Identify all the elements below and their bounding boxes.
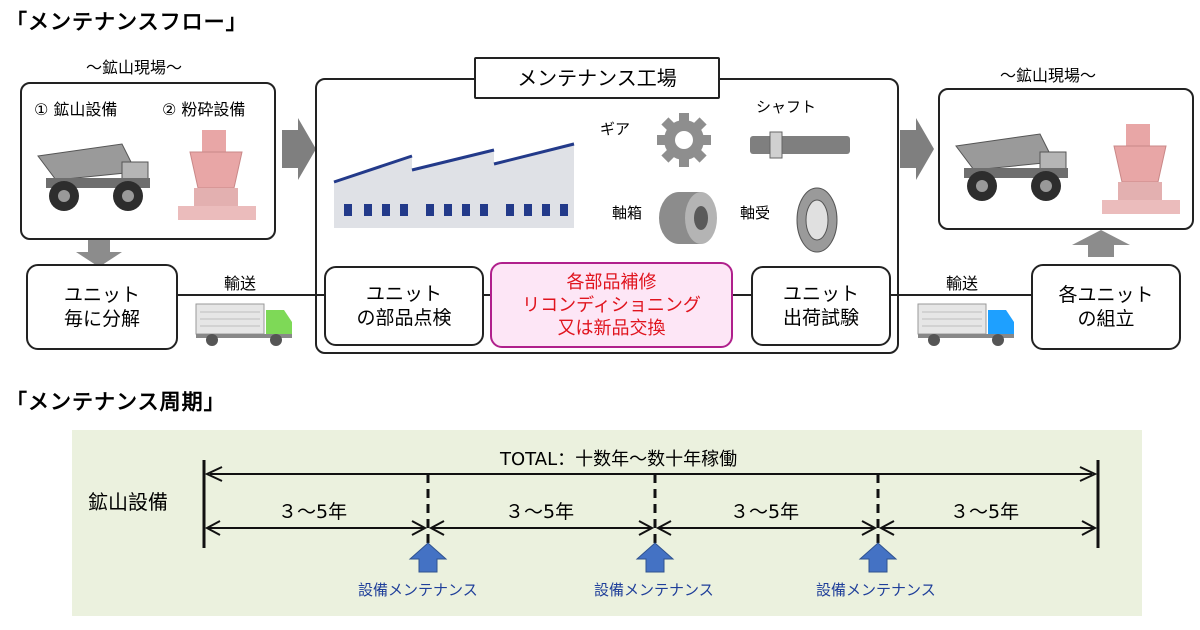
cycle-segment-4: ３～5年: [950, 501, 1020, 523]
step-inspect-line1: ユニット: [365, 283, 442, 305]
shaft-icon: [750, 131, 850, 159]
cycle-segment-3: ３～5年: [730, 501, 800, 523]
step-assemble-line1: 各ユニット: [1058, 284, 1154, 306]
factory-title: メンテナンス工場: [474, 57, 720, 99]
maintenance-label-1: 設備メンテナンス: [358, 581, 478, 599]
right-arrow-in: [282, 118, 316, 180]
step-disassemble-line2: 毎に分解: [63, 308, 140, 330]
step-repair: 各部品補修 リコンディショニング 又は新品交換: [490, 262, 733, 348]
cycle-title: 「メンテナンス周期」: [6, 390, 226, 414]
crusher-icon: [1102, 124, 1180, 214]
step-assemble: 各ユニット の組立: [1031, 264, 1181, 350]
equip-crusher-label: ② 粉砕設備: [162, 100, 246, 119]
bearing-box-label: 軸箱: [612, 204, 643, 222]
site-left-panel: ① 鉱山設備 ② 粉砕設備: [20, 82, 276, 240]
cycle-panel: [72, 430, 1142, 616]
crusher-icon: [178, 130, 256, 220]
maintenance-label-2: 設備メンテナンス: [594, 581, 714, 599]
cycle-segment-1: ３～5年: [278, 501, 348, 523]
cycle-segment-2: ３～5年: [505, 501, 575, 523]
bearing-box-icon: [659, 192, 717, 244]
step-repair-line3: 又は新品交換: [557, 317, 666, 339]
cycle-row-label: 鉱山設備: [88, 490, 168, 514]
maintenance-arrow-3: [858, 542, 898, 573]
step-repair-line1: 各部品補修: [566, 271, 657, 293]
step-disassemble-line1: ユニット: [63, 284, 140, 306]
site-left-label: ～鉱山現場～: [86, 58, 183, 77]
bearing-label: 軸受: [740, 204, 771, 222]
bearing-icon: [796, 187, 838, 253]
dump-truck-icon: [955, 133, 1068, 201]
right-arrow-out: [900, 118, 934, 180]
maintenance-label-3: 設備メンテナンス: [816, 581, 936, 599]
step-test-line2: 出荷試験: [782, 307, 859, 329]
down-arrow: [76, 240, 122, 267]
step-test-line1: ユニット: [782, 283, 859, 305]
site-right-label: ～鉱山現場～: [1000, 66, 1097, 85]
step-test: ユニット 出荷試験: [751, 266, 891, 346]
factory-title-text: メンテナンス工場: [517, 66, 677, 90]
step-assemble-line2: の組立: [1077, 308, 1135, 330]
gear-icon: [657, 113, 711, 167]
step-repair-line2: リコンディショニング: [522, 294, 701, 316]
dump-truck-icon: [37, 143, 150, 211]
factory-building-icon: [333, 142, 575, 228]
truck-left-icon: [195, 303, 292, 346]
flow-title: 「メンテナンスフロー」: [6, 10, 248, 34]
step-disassemble: ユニット 毎に分解: [26, 264, 178, 350]
maintenance-arrow-1: [408, 542, 448, 573]
up-arrow: [1072, 230, 1130, 257]
maintenance-arrow-2: [635, 542, 675, 573]
transport-right-label: 輸送: [946, 274, 979, 293]
equip-mining-label: ① 鉱山設備: [34, 100, 118, 119]
step-inspect: ユニット の部品点検: [324, 266, 484, 346]
step-inspect-line2: の部品点検: [356, 307, 452, 329]
site-right-panel: [938, 88, 1194, 230]
shaft-label: シャフト: [756, 98, 817, 116]
gear-label: ギア: [600, 120, 631, 138]
truck-right-icon: [917, 303, 1014, 346]
transport-left-label: 輸送: [224, 274, 257, 293]
cycle-total-label: TOTAL：十数年～数十年稼働: [500, 449, 738, 470]
